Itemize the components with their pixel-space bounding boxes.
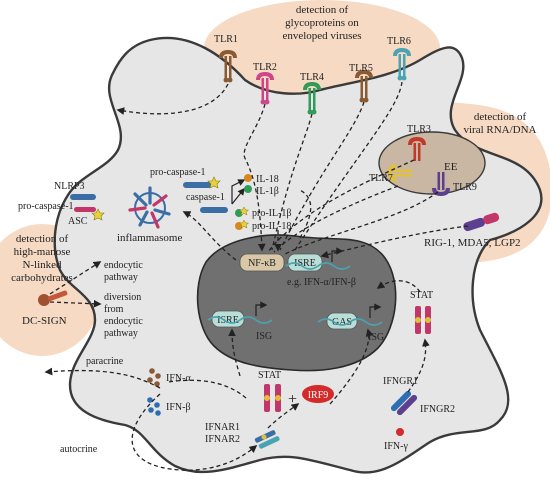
asc-label: ASC <box>68 216 88 227</box>
pro-il18-label: pro-IL-18 <box>252 221 291 232</box>
tlr2-receptor <box>256 71 274 105</box>
tlr1-label: TLR1 <box>214 34 238 45</box>
paracrine-label: paracrine <box>86 356 124 367</box>
plus-sign: + <box>288 391 297 408</box>
ifn-alpha-molecules <box>147 368 161 387</box>
asc-star <box>91 208 105 221</box>
stat-right-dimer <box>415 306 431 334</box>
tlr6-label: TLR6 <box>387 36 411 47</box>
nlrp3-label: NLRP3 <box>54 181 85 192</box>
rig-label: RIG-1, MDA5, LGP2 <box>424 237 521 249</box>
rig-sensor <box>463 212 500 232</box>
pro-caspase-star <box>207 176 221 189</box>
ifngr1-label: IFNGR1 <box>383 376 418 387</box>
caspase-to-il18-arrow <box>231 187 245 205</box>
tlr9-receptor <box>432 172 450 197</box>
tlr9-label: TLR9 <box>453 182 477 193</box>
early-endosome <box>378 131 486 195</box>
ifn-example-label: e.g. IFN-α/IFN-β <box>287 277 356 288</box>
ifn-gamma-label: IFN-γ <box>384 441 408 452</box>
nfkb-box <box>239 253 285 272</box>
gas-label: GAS <box>332 317 352 328</box>
il1b-label: IL-1β <box>256 186 279 197</box>
ifnar-receptor <box>254 430 280 449</box>
gas-box <box>326 312 358 330</box>
pro-il1b-label: pro-IL-1β <box>252 208 292 219</box>
stat-bottom-label: STAT <box>258 370 281 381</box>
tlr4-label: TLR4 <box>300 72 324 83</box>
pro-caspase-protein-left <box>74 207 96 212</box>
inflammasome-complex <box>128 186 171 229</box>
caspase-to-il-arrow <box>231 179 246 204</box>
dna-top <box>285 262 351 270</box>
isre-top-box <box>287 253 323 272</box>
endosome-label: EE <box>444 161 458 173</box>
tlr3-receptor <box>408 136 426 161</box>
isg-left-label: ISG <box>256 331 272 342</box>
pro-il18-star <box>238 219 250 229</box>
ifngr2-label: IFNGR2 <box>420 404 455 415</box>
stat-bottom-dimer <box>264 384 281 412</box>
dc-sign-label: DC-SIGN <box>22 315 67 327</box>
caspase-label: caspase-1 <box>186 192 225 203</box>
pro-caspase-left-label: pro-caspase-1 <box>18 201 74 212</box>
tlr7-label: TLR7 <box>369 173 393 184</box>
pro-caspase-top-label: pro-caspase-1 <box>150 167 206 178</box>
tlr2-label: TLR2 <box>253 62 277 73</box>
nlrp3-protein <box>70 194 96 200</box>
caspase-protein <box>200 207 228 213</box>
stat-right-label: STAT <box>410 290 433 301</box>
ifn-beta-molecules <box>147 397 161 416</box>
il1b-dot <box>244 185 252 193</box>
ifn-beta-label: IFN-β <box>166 402 191 413</box>
il18-label: IL-18 <box>256 174 279 185</box>
tlr6-receptor <box>393 47 411 81</box>
dna-right <box>317 318 383 326</box>
pro-caspase-protein-top <box>183 182 213 188</box>
tss-arrow-left <box>255 301 268 316</box>
isre-top-label: ISRE <box>294 258 316 269</box>
ifn-gamma-molecule <box>396 428 404 436</box>
tlr1-receptor <box>219 49 237 83</box>
glycoprotein-region <box>204 0 440 96</box>
tlr7-receptor <box>387 164 412 182</box>
isg-right-label: ISG <box>368 332 384 343</box>
tss-arrow-top <box>331 247 344 262</box>
il18-dot <box>244 174 252 182</box>
tss-arrow-right <box>369 303 382 318</box>
tlr5-label: TLR5 <box>349 63 373 74</box>
tlr5-receptor <box>355 69 373 103</box>
ifngr-receptor <box>390 390 418 416</box>
dc-sign-receptor <box>38 290 68 306</box>
isre-left-label: ISRE <box>217 315 239 326</box>
tlr4-receptor <box>303 81 321 115</box>
pro-il1b-star <box>238 206 250 216</box>
irf9-label: IRF9 <box>308 390 329 401</box>
tlr3-label: TLR3 <box>407 124 431 135</box>
dna-left <box>207 316 273 324</box>
autocrine-label: autocrine <box>60 444 98 455</box>
nfkb-label: NF-κB <box>248 258 276 269</box>
ifn-alpha-label: IFN-α <box>166 373 191 384</box>
inflammasome-label: inflammasome <box>117 232 182 244</box>
signaling-arrows <box>44 81 469 471</box>
irf9-protein <box>302 385 334 403</box>
